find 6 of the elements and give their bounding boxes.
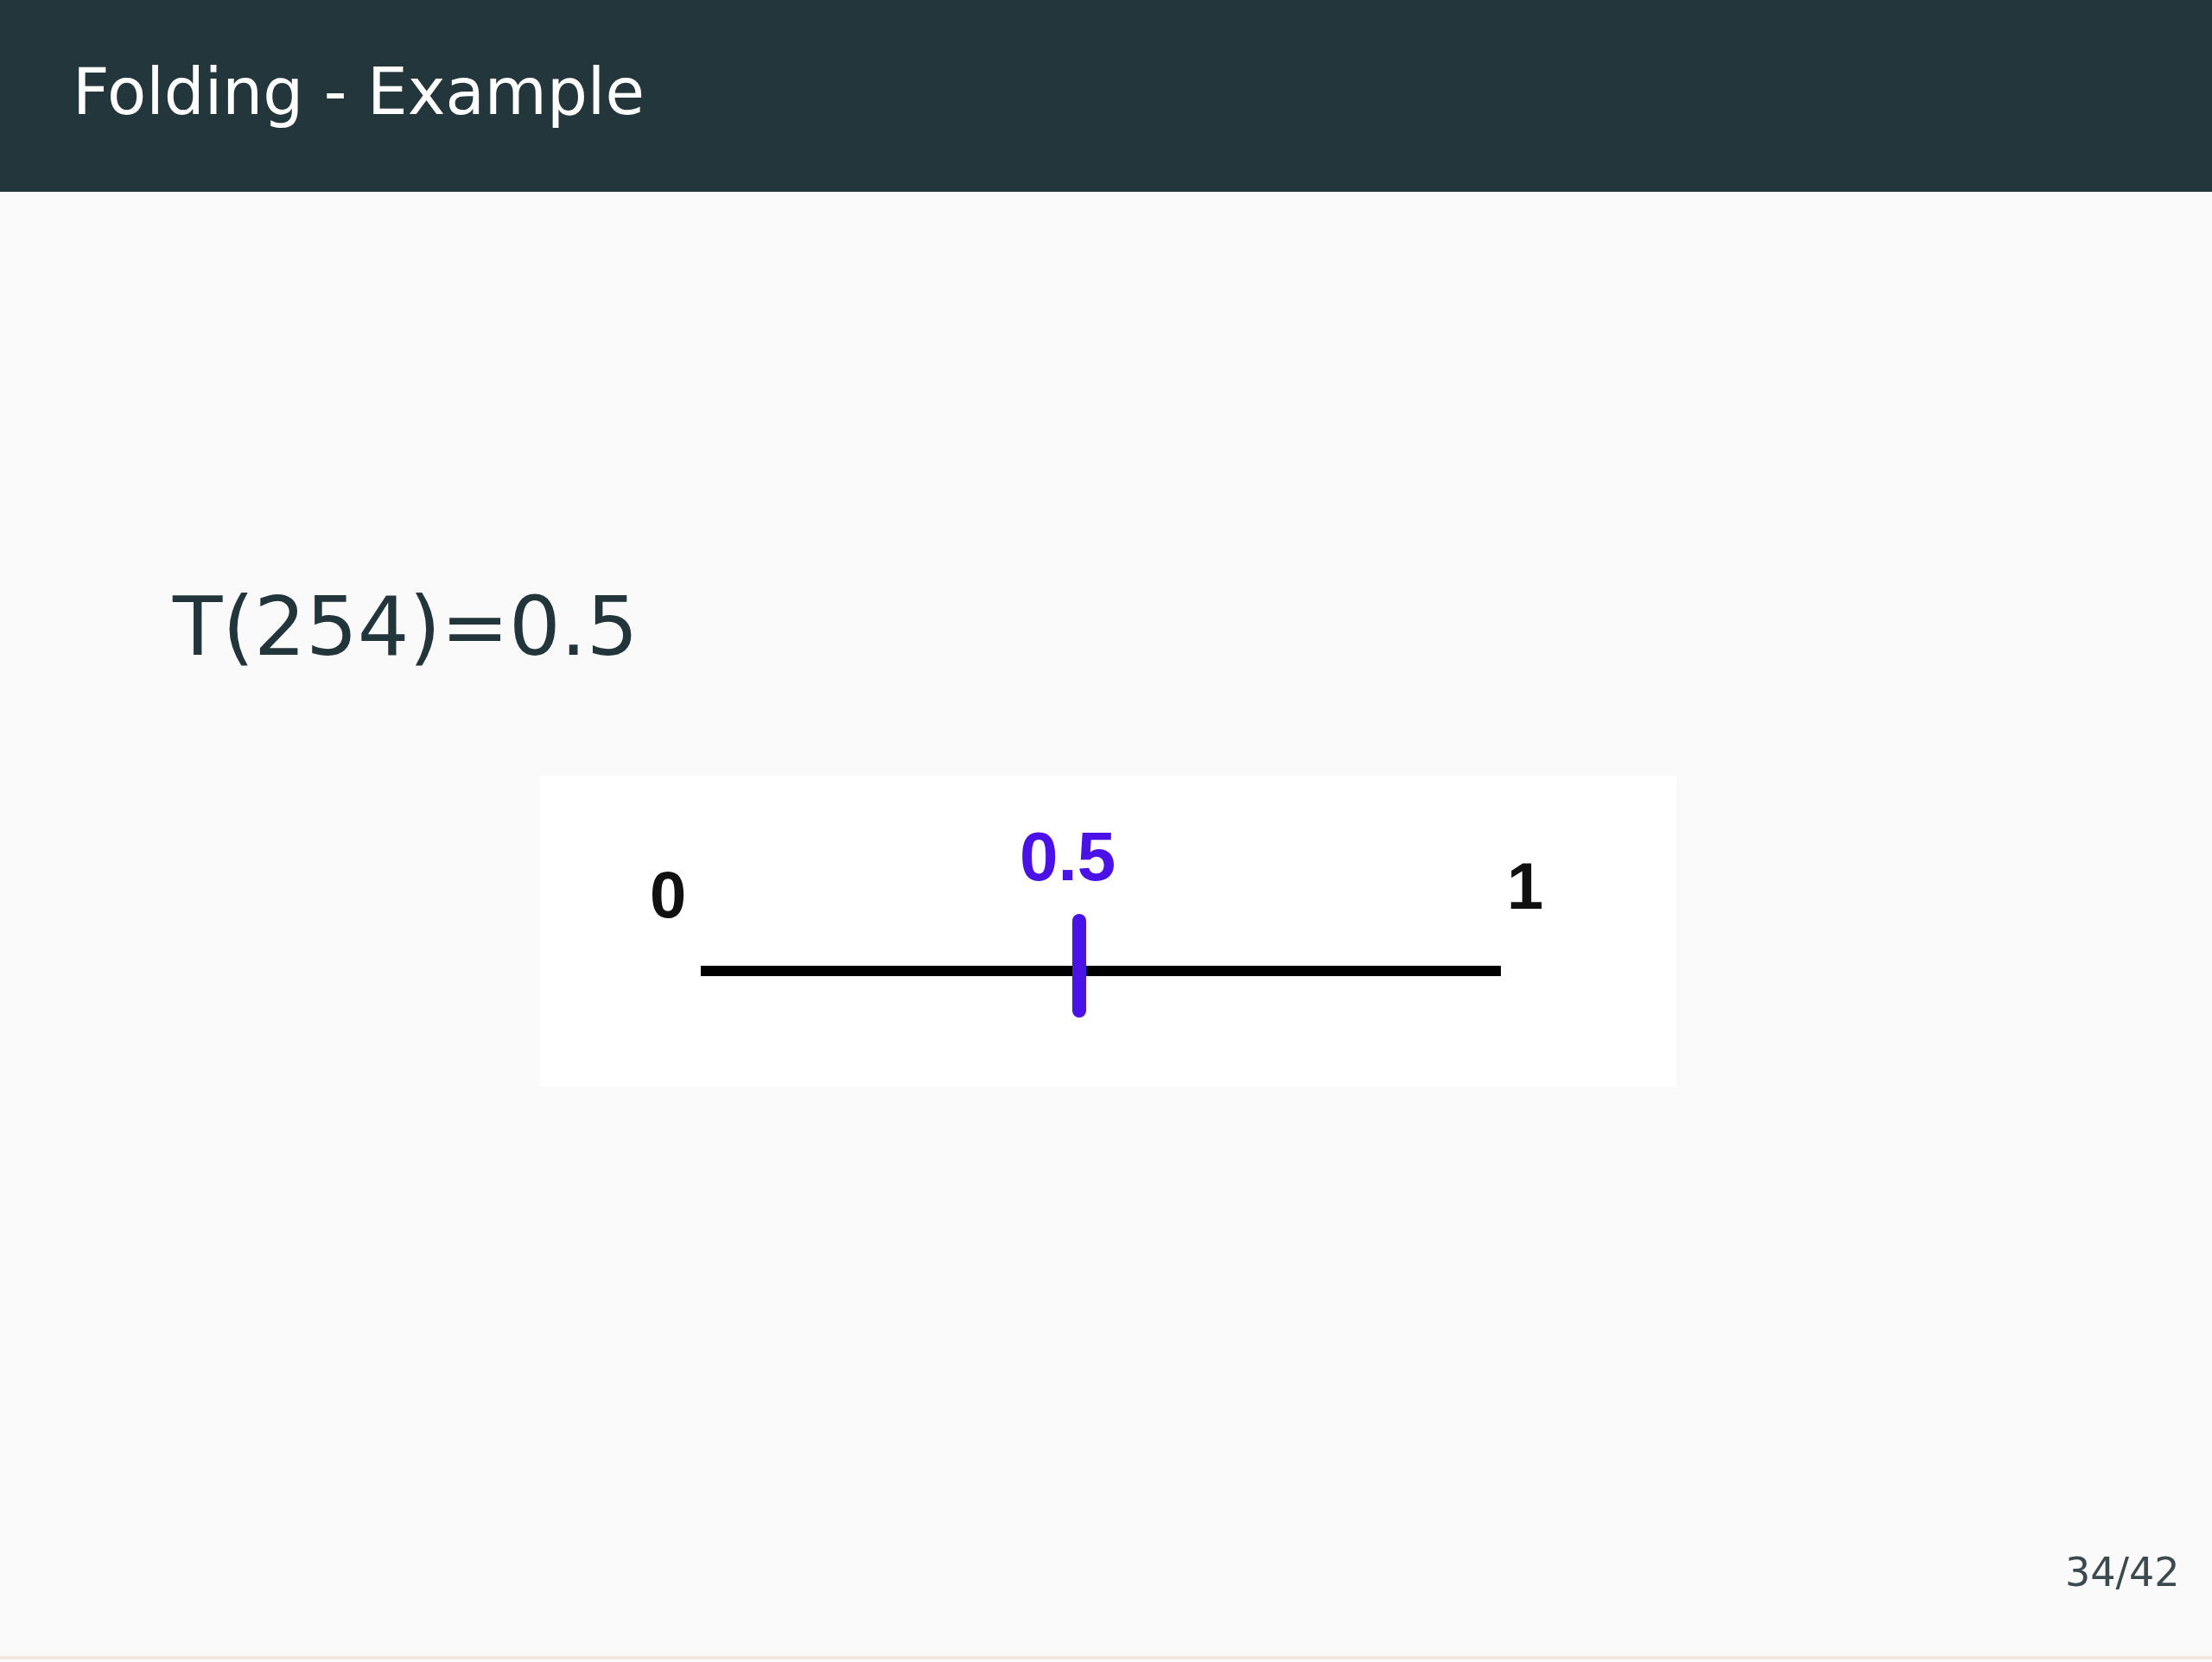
equation-text: T(254)=0.5 — [173, 580, 639, 674]
axis-label: 1 — [1507, 848, 1544, 923]
value-label: 0.5 — [1020, 817, 1116, 897]
page-number: 34/42 — [2065, 1550, 2180, 1595]
slide-title: Folding - Example — [73, 54, 645, 130]
axis-label: 0 — [650, 857, 687, 932]
